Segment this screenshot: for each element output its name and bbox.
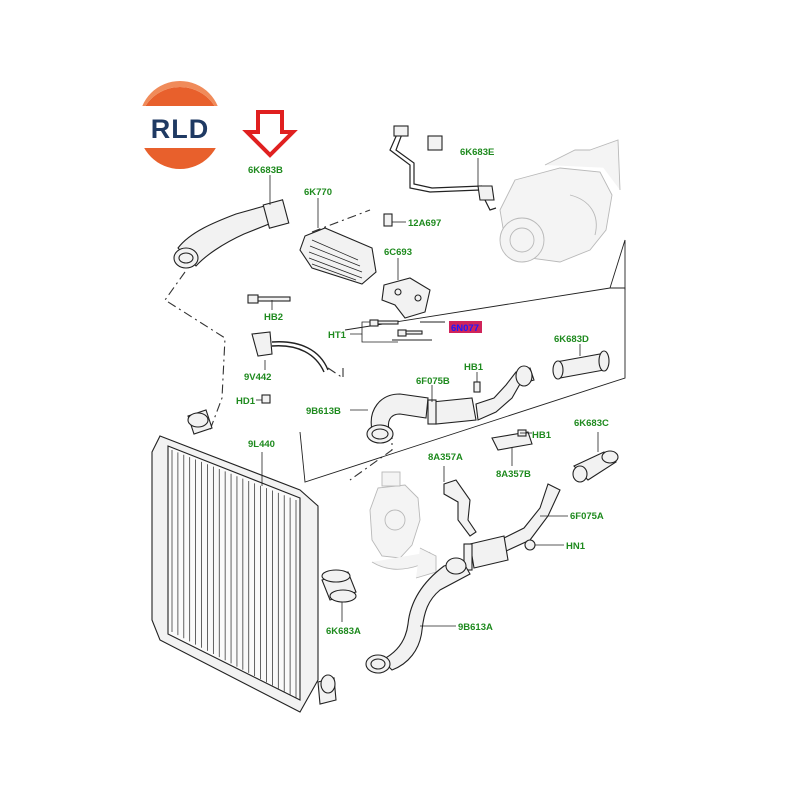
pipe-6F075A [463,483,568,571]
hose-9B613B [350,393,429,444]
logo-text: RLD [151,114,210,144]
bolt-HB1-top [473,372,481,393]
label-8A357B: 8A357B [496,469,531,480]
label-6C693: 6C693 [384,247,412,258]
sensor-9V442 [251,331,329,404]
label-6K683D: 6K683D [554,334,589,345]
bolts-HT1 [350,319,423,343]
bracket-8A357B [491,429,533,466]
label-6N077-highlight: 6N077 [449,321,482,334]
hose-6K683D [552,344,610,380]
intercooler-9L440 [151,409,337,713]
label-HN1: HN1 [566,541,586,552]
bracket-8A357A [443,466,477,537]
label-8A357A: 8A357A [428,452,463,463]
rld-logo: RLD [139,81,221,169]
label-6N077: 6N077 [451,323,479,334]
hose-6K683B [173,175,290,269]
pipe-6F075B [427,365,535,425]
label-6K770: 6K770 [304,187,332,198]
label-12A697: 12A697 [408,218,441,229]
label-6K683C: 6K683C [574,418,609,429]
bracket-6C693 [381,258,431,319]
label-6K683E: 6K683E [460,147,494,158]
airbox-6K770 [299,198,377,285]
assembly-boxes [299,239,626,483]
hose-9B613A [365,557,471,674]
label-6K683A: 6K683A [326,626,361,637]
label-HB1-top: HB1 [464,362,484,373]
label-HB2: HB2 [264,312,283,323]
label-HD1: HD1 [236,396,256,407]
arrow-down-icon [242,110,298,158]
egr-valve-ghost [369,471,437,579]
pipe-6K683E [389,125,497,211]
bolt-HB2 [247,294,291,310]
label-6K683B: 6K683B [248,165,283,176]
label-9B613B: 9B613B [306,406,341,417]
sensor-12A697 [383,213,406,227]
nut-HN1 [524,539,564,551]
label-9B613A: 9B613A [458,622,493,633]
label-9V442: 9V442 [244,372,271,383]
label-6F075B: 6F075B [416,376,450,387]
turbocharger-ghost [499,139,621,263]
label-HT1: HT1 [328,330,347,341]
hose-6K683A [321,569,357,622]
part-labels: 6K683B 6K770 6K683E 12A697 6C693 HB2 HT1… [236,147,609,637]
label-9L440: 9L440 [248,439,275,450]
label-HB1-right: HB1 [532,430,552,441]
label-6F075A: 6F075A [570,511,604,522]
hose-6K683C [572,432,619,483]
